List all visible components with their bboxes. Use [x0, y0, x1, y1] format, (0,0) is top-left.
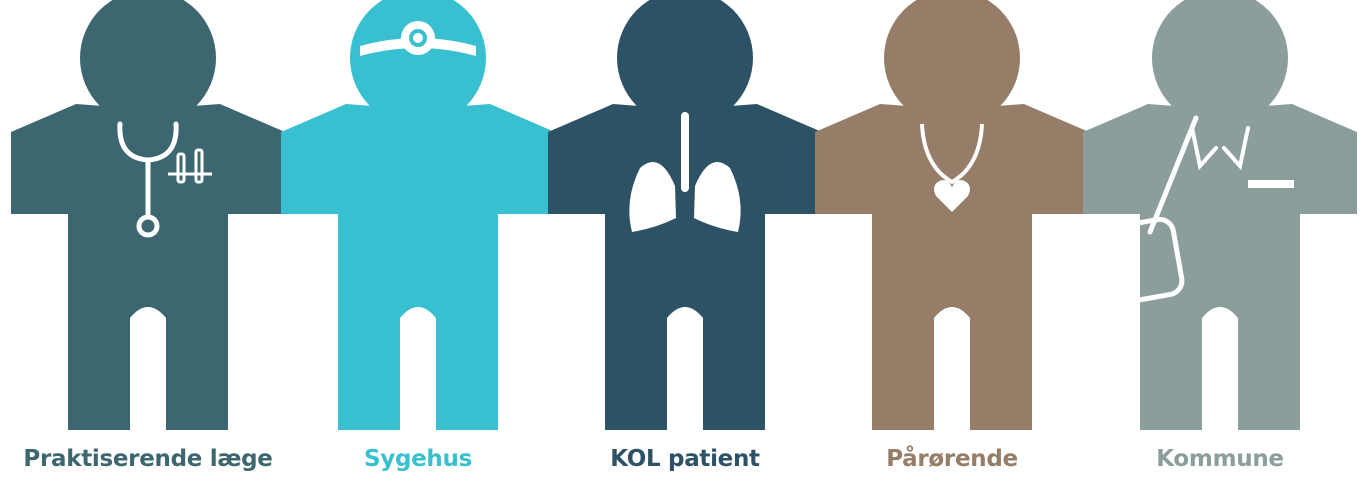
stethoscope-icon: [117, 121, 179, 238]
label-sygehus: Sygehus: [364, 446, 472, 472]
figure-kommune: [1083, 0, 1357, 430]
person-body: [11, 0, 285, 430]
pen-pocket-icon: [168, 148, 212, 184]
lungs-icon: [629, 112, 741, 232]
person-body: [815, 0, 1089, 430]
collar-icon: [1190, 126, 1250, 171]
figure-sygehus: [281, 0, 555, 430]
heart-necklace-icon: [920, 123, 984, 212]
figure-praktiserende-laege: [11, 0, 285, 430]
label-kol-patient: KOL patient: [610, 446, 760, 472]
person-body: [1083, 0, 1357, 430]
shoulder-bag-icon: [1109, 115, 1199, 304]
label-praktiserende-laege: Praktiserende læge: [23, 446, 273, 472]
person-body: [548, 0, 822, 430]
figure-paaroerende: [815, 0, 1089, 430]
head-mirror-icon: [360, 21, 476, 56]
person-body: [281, 0, 555, 430]
name-badge-icon: [1248, 180, 1294, 188]
label-kommune: Kommune: [1156, 446, 1284, 472]
label-paaroerende: Pårørende: [886, 446, 1018, 472]
figure-kol-patient: [548, 0, 822, 430]
